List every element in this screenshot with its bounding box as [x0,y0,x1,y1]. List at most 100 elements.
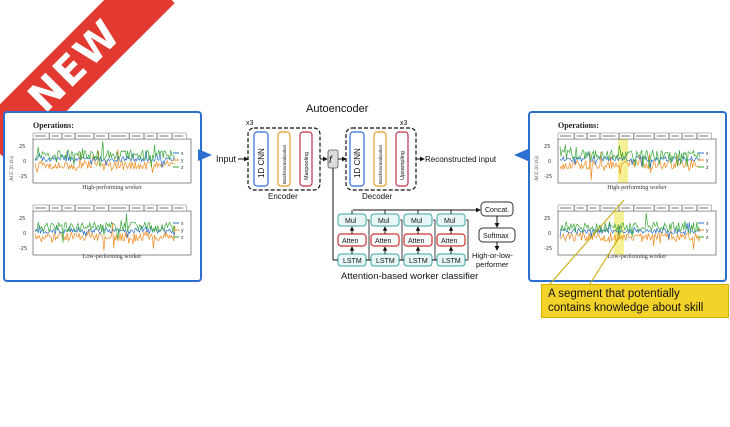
acc-trace-y [34,223,176,251]
mul-label: Mul [411,218,423,225]
skill-segment-callout: A segment that potentially contains know… [541,284,729,318]
encoder-norm-label: BatchNormalization [282,144,287,184]
decoder-upsample-block [395,131,409,187]
left-bottom-caption: Low-performing worker [82,254,142,260]
right-top-caption: High-performing worker [607,185,667,191]
right-top-ytick-1: 0 [548,159,551,165]
right-top-legend: x y z [698,151,709,171]
decoder-norm-label: BatchNormalization [378,144,383,184]
right-top-ylabel: ACC (0.1G) [535,156,540,181]
decoder-repeat: x3 [400,120,408,127]
atten-label: Atten [342,238,358,245]
left-bottom-legend-z: z [181,235,184,241]
lstm-label: LSTM [343,258,362,265]
input-label: Input [216,154,237,164]
right-bottom-legend-z: z [706,235,709,241]
callout-line-2: contains knowledge about skill [548,302,704,314]
left-bottom-series [34,213,176,251]
acc-trace-x [559,222,700,240]
decoder-norm-block [373,131,387,187]
left-top-ytick-0: 25 [19,144,25,150]
skip-connection [399,219,403,261]
left-top-caption: High-performing worker [82,185,142,191]
left-top-legend-z: z [181,165,184,171]
acc-trace-z [34,213,176,243]
left-bottom-ytick-2: -25 [19,246,27,252]
callout-leader-lines [549,200,625,285]
right-top-legend-y: y [706,158,709,164]
acc-trace-z [559,212,701,238]
right-bottom-legend-x: x [706,221,709,227]
acc-trace-z [34,140,176,168]
lstm-label: LSTM [442,258,461,265]
encoder-repeat: x3 [246,120,254,127]
encoder-pool-label: Maxpooling [304,152,310,180]
autoencoder-title: Autoencoder [306,103,369,115]
right-bottom-operation-bar [557,204,712,212]
decoder-cnn-block [349,131,365,187]
right-top-ytick-2: -25 [544,174,552,180]
left-bottom-chart: 25 0 -25 x y z [19,204,192,256]
left-bottom-legend-x: x [181,221,184,227]
left-top-legend-y: y [181,158,184,164]
right-bottom-caption: Low-performing worker [607,254,667,260]
encoder-norm-block [277,131,291,187]
concat-label: Concat. [485,207,509,214]
lstm-label: LSTM [409,258,428,265]
left-top-ylabel: ACC (0.1G) [10,156,15,181]
left-top-legend: x y z [173,151,184,171]
right-top-operation-bar [557,132,712,140]
decoder-cnn-label: 1D CNN [353,148,362,178]
encoder-box [247,127,321,191]
right-top-highlight [618,139,628,183]
right-panel-pointer [514,149,528,161]
left-bottom-ytick-1: 0 [23,231,26,237]
decoder-upsample-label: Upsampling [400,151,406,180]
right-top-legend-z: z [706,165,709,171]
acc-trace-y [559,230,701,250]
left-sensor-panel: Operations: ACC (0.1G) 25 0 -25 x y z Hi… [3,111,202,282]
encoder-cnn-label: 1D CNN [257,148,266,178]
new-banner-label: NEW [19,10,131,122]
right-sensor-panel: Operations: ACC (0.1G) 25 0 -25 x y z Hi… [528,111,727,282]
right-bottom-ytick-1: 0 [548,231,551,237]
skip-connection [465,219,469,261]
mul-label: Mul [444,218,456,225]
left-bottom-operation-bar [32,204,187,212]
classifier-title: Attention-based worker classifier [341,271,478,282]
right-bottom-series [559,212,701,250]
left-top-series [34,140,176,173]
mul-label: Mul [345,218,357,225]
right-top-legend-x: x [706,151,709,157]
right-bottom-ytick-0: 25 [544,216,550,222]
right-operations-title: Operations: [558,121,599,130]
left-bottom-legend-y: y [181,228,184,234]
latent-symbol: f [329,155,333,166]
right-bottom-chart: 25 0 -25 x y z [544,204,717,256]
left-top-ytick-2: -25 [19,174,27,180]
classifier-output-line2: performer [476,260,509,269]
classifier-output-line1: High-or-low- [472,251,513,260]
left-panel-pointer [198,149,212,161]
left-top-legend-x: x [181,151,184,157]
callout-line-1: A segment that potentially [548,288,680,300]
softmax-label: Softmax [483,233,509,240]
right-bottom-legend-y: y [706,228,709,234]
skip-connection [366,219,370,261]
architecture-diagram: Autoencoder Input x3 1D CNN BatchNormali… [216,103,516,282]
encoder-cnn-block [253,131,269,187]
lstm-label: LSTM [376,258,395,265]
encoder-pool-block [299,131,313,187]
reconstructed-label: Reconstructed input [425,155,497,164]
left-top-chart: ACC (0.1G) 25 0 -25 x y z [10,132,192,184]
right-top-series [559,144,701,181]
left-bottom-legend: x y z [173,221,184,241]
right-bottom-legend: x y z [698,221,709,241]
acc-trace-z [559,144,701,169]
skip-connection [432,219,436,261]
right-top-ytick-0: 25 [544,144,550,150]
mul-label: Mul [378,218,390,225]
